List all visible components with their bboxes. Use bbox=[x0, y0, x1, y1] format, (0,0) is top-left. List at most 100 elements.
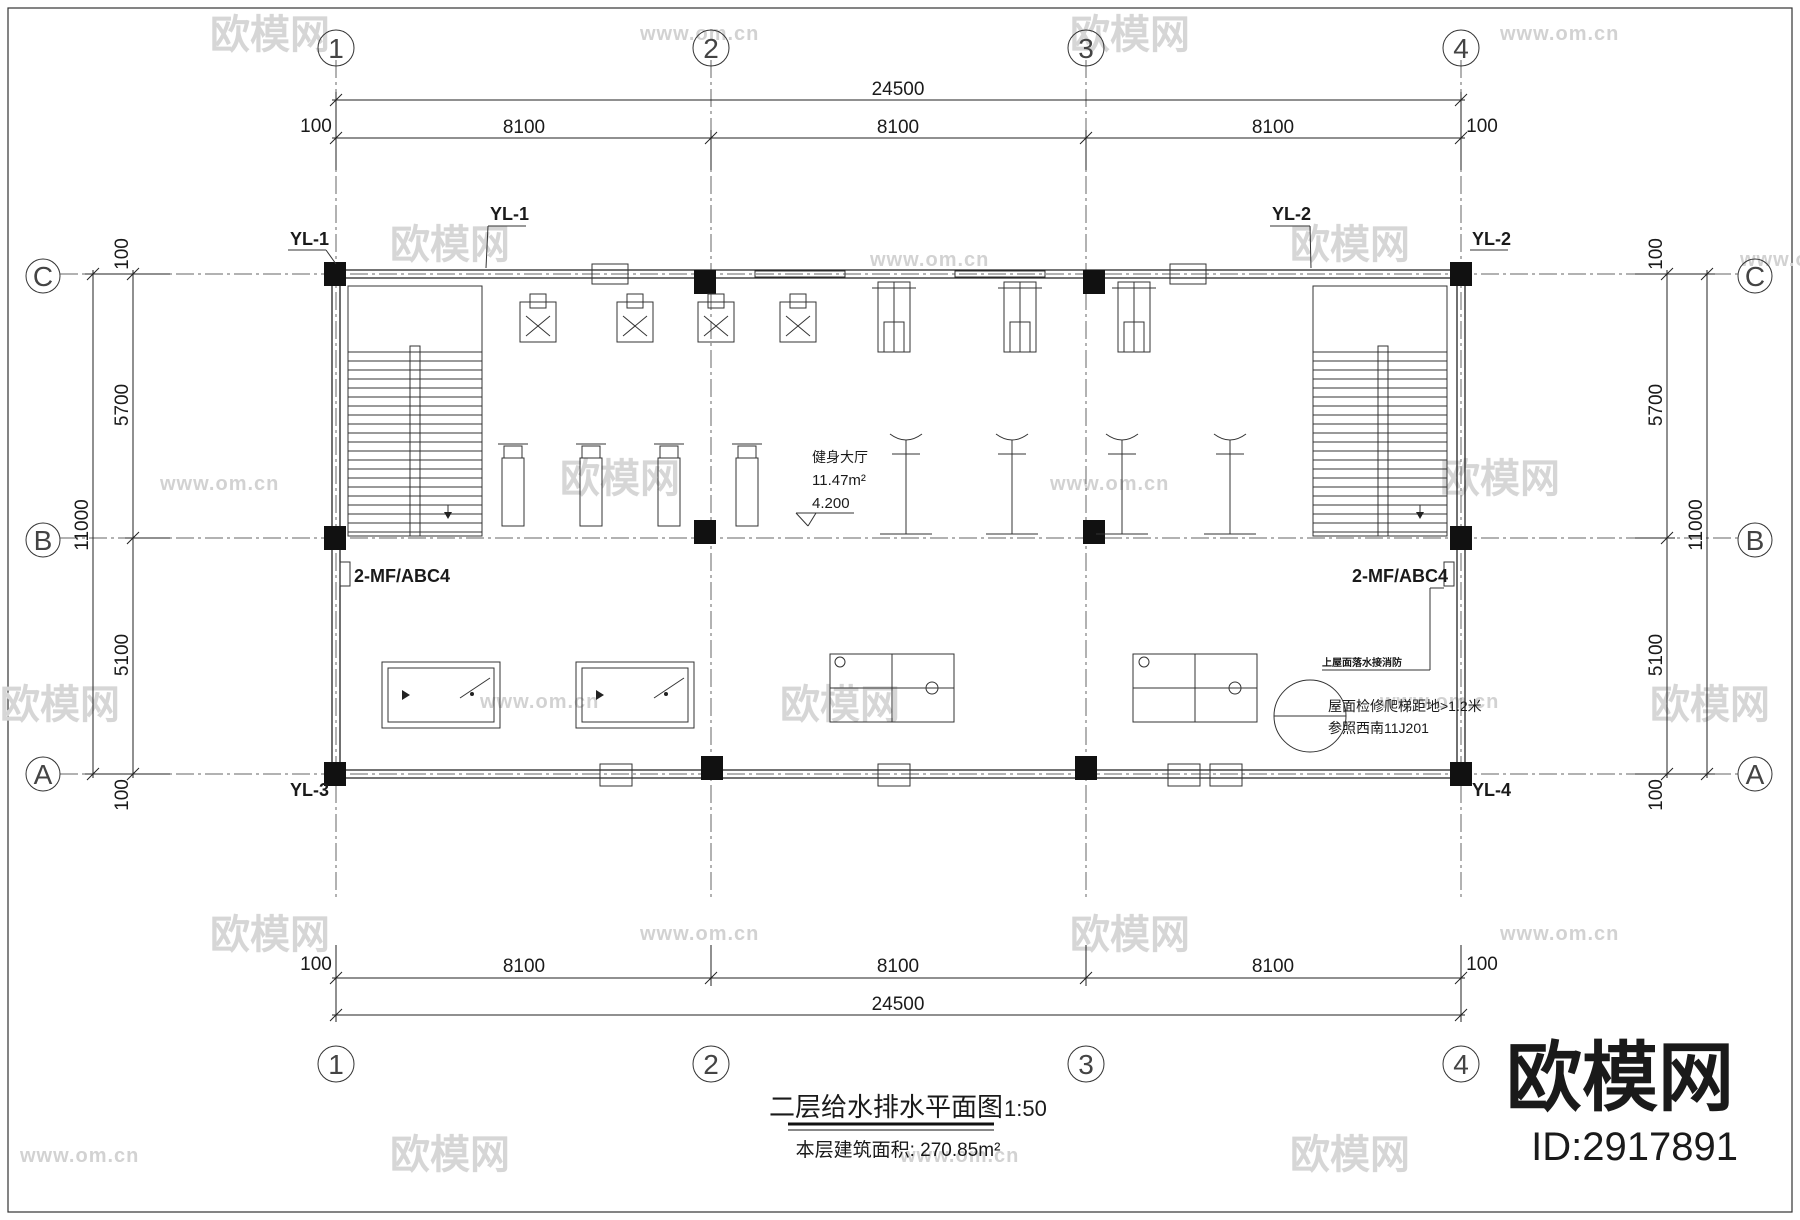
drawing-scale: 1:50 bbox=[1004, 1096, 1047, 1121]
svg-text:www.om.cn: www.om.cn bbox=[899, 1145, 1019, 1167]
svg-text:www.om.cn: www.om.cn bbox=[19, 1145, 139, 1167]
dim-edge-bottom-right: 100 bbox=[1466, 954, 1498, 975]
dim-edge-top-left: 100 bbox=[300, 116, 332, 137]
room-elevation: 4.200 bbox=[812, 495, 850, 512]
svg-text:A: A bbox=[34, 759, 53, 790]
drawing-area-note: 本层建筑面积: 270.85m² bbox=[796, 1139, 1001, 1161]
dim-bay-3-bottom: 8100 bbox=[1252, 956, 1294, 977]
billiard-tables bbox=[381, 661, 695, 729]
svg-text:欧模网: 欧模网 bbox=[210, 913, 330, 957]
svg-text:www.om.cn: www.om.cn bbox=[159, 473, 279, 495]
svg-text:4: 4 bbox=[1453, 33, 1469, 64]
extinguisher-right-label: 2-MF/ABC4 bbox=[1352, 566, 1448, 586]
weight-bench-icon bbox=[576, 443, 606, 527]
room-area: 11.47m² bbox=[812, 472, 866, 489]
stair-left bbox=[347, 285, 483, 537]
roof-notes: 上屋面落水接消防 屋面检修爬梯距地>1.2米 参照西南11J201 bbox=[1273, 587, 1482, 753]
dim-bay-1-top: 8100 bbox=[503, 117, 545, 138]
dim-overall-bottom: 24500 bbox=[872, 994, 925, 1015]
svg-text:C: C bbox=[1745, 261, 1765, 292]
dim-upper-right: 5700 bbox=[1646, 384, 1667, 426]
svg-text:B: B bbox=[1746, 525, 1765, 556]
weight-bench-icon bbox=[654, 443, 684, 527]
grid-bubble-c-right: C bbox=[1737, 258, 1773, 294]
riser-label-yl1-top: YL-1 bbox=[490, 204, 529, 224]
svg-text:C: C bbox=[33, 261, 53, 292]
room-tag: 健身大厅 11.47m² 4.200 bbox=[795, 449, 868, 527]
drawing-title: 二层给水排水平面图 bbox=[769, 1092, 1003, 1122]
equipment-stand-icon bbox=[1096, 433, 1148, 535]
dim-edge-bottom-left: 100 bbox=[300, 954, 332, 975]
grid-bubble-a-right: A bbox=[1737, 756, 1773, 792]
multi-gym-icon bbox=[998, 281, 1042, 353]
dim-lower-left: 5100 bbox=[112, 634, 133, 676]
svg-text:欧模网: 欧模网 bbox=[560, 457, 680, 501]
svg-text:www.om.cn: www.om.cn bbox=[1499, 923, 1619, 945]
dim-edge-right-top: 100 bbox=[1646, 238, 1667, 270]
svg-text:1: 1 bbox=[328, 33, 344, 64]
stair-right bbox=[1312, 285, 1448, 537]
dimension-right: 11000 5700 5100 100 100 bbox=[1635, 238, 1715, 811]
gym-equipment bbox=[498, 281, 1256, 535]
watermark-id: ID:2917891 bbox=[1531, 1125, 1738, 1169]
multi-gym-icon bbox=[1112, 281, 1156, 353]
svg-text:欧模网: 欧模网 bbox=[0, 683, 120, 727]
riser-label-yl3-corner: YL-3 bbox=[290, 780, 329, 800]
svg-text:www.om.cn: www.om.cn bbox=[1379, 691, 1499, 713]
svg-text:www.om.cn: www.om.cn bbox=[869, 249, 989, 271]
dim-overall-top: 24500 bbox=[872, 79, 925, 100]
grid-bubble-3-top: 3 bbox=[1067, 29, 1105, 67]
svg-text:欧模网: 欧模网 bbox=[210, 13, 330, 57]
drawing-frame bbox=[7, 7, 1793, 1213]
weight-bench-icon bbox=[498, 443, 528, 527]
extinguisher-left-label: 2-MF/ABC4 bbox=[354, 566, 450, 586]
svg-text:欧模网: 欧模网 bbox=[780, 683, 900, 727]
dim-bay-2-top: 8100 bbox=[877, 117, 919, 138]
brand-watermark: 欧模网 ID:2917891 bbox=[1506, 1036, 1738, 1169]
svg-text:www.om.cn: www.om.cn bbox=[479, 691, 599, 713]
structural-columns bbox=[324, 262, 1472, 786]
svg-text:欧模网: 欧模网 bbox=[390, 1133, 510, 1177]
svg-text:2: 2 bbox=[703, 33, 719, 64]
grid-bubble-c-left: C bbox=[25, 258, 61, 294]
riser-label-yl2-corner: YL-2 bbox=[1472, 229, 1511, 249]
extinguisher-left-icon bbox=[339, 561, 351, 587]
room-name: 健身大厅 bbox=[812, 449, 868, 465]
weight-station-icon bbox=[779, 293, 817, 343]
grid-bubble-1-top: 1 bbox=[317, 29, 355, 67]
svg-text:1: 1 bbox=[328, 1049, 344, 1080]
svg-text:欧模网: 欧模网 bbox=[1650, 683, 1770, 727]
riser-label-yl4-corner: YL-4 bbox=[1472, 780, 1511, 800]
riser-labels: YL-1 YL-1 YL-2 YL-2 YL-3 YL-4 bbox=[288, 204, 1511, 800]
note-roof-access-2: 参照西南11J201 bbox=[1328, 720, 1429, 736]
svg-text:www.om.cn: www.om.cn bbox=[639, 923, 759, 945]
weight-station-icon bbox=[519, 293, 557, 343]
svg-text:欧模网: 欧模网 bbox=[1070, 913, 1190, 957]
svg-text:www.om.cn: www.om.cn bbox=[1739, 249, 1800, 271]
svg-text:www.om.cn: www.om.cn bbox=[1499, 23, 1619, 45]
grid-bubble-1-bottom: 1 bbox=[317, 1045, 355, 1083]
svg-text:2: 2 bbox=[703, 1049, 719, 1080]
grid-bubble-2-top: 2 bbox=[692, 29, 730, 67]
extinguisher-right-icon bbox=[1443, 561, 1455, 587]
svg-text:欧模网: 欧模网 bbox=[1290, 1133, 1410, 1177]
svg-text:欧模网: 欧模网 bbox=[1440, 457, 1560, 501]
multi-gym-icon bbox=[872, 281, 916, 353]
fire-extinguisher-labels: 2-MF/ABC4 2-MF/ABC4 bbox=[339, 561, 1455, 587]
svg-text:3: 3 bbox=[1078, 33, 1094, 64]
grid-bubble-4-bottom: 4 bbox=[1442, 1045, 1480, 1083]
drawing-title-block: 二层给水排水平面图 1:50 本层建筑面积: 270.85m² bbox=[769, 1092, 1047, 1161]
svg-text:4: 4 bbox=[1453, 1049, 1469, 1080]
svg-text:www.om.cn: www.om.cn bbox=[1049, 473, 1169, 495]
watermark-brand: 欧模网 bbox=[1506, 1036, 1734, 1121]
grid-bubble-b-left: B bbox=[25, 522, 61, 558]
dim-bay-2-bottom: 8100 bbox=[877, 956, 919, 977]
riser-label-yl2-top: YL-2 bbox=[1272, 204, 1311, 224]
exterior-walls bbox=[331, 263, 1466, 787]
grid-bubbles: 1 2 3 4 1 2 3 4 C B A C B A bbox=[25, 29, 1773, 1083]
dim-edge-top-right: 100 bbox=[1466, 116, 1498, 137]
svg-text:欧模网: 欧模网 bbox=[1070, 13, 1190, 57]
note-roof-drain: 上屋面落水接消防 bbox=[1322, 656, 1402, 669]
svg-text:www.om.cn: www.om.cn bbox=[639, 23, 759, 45]
